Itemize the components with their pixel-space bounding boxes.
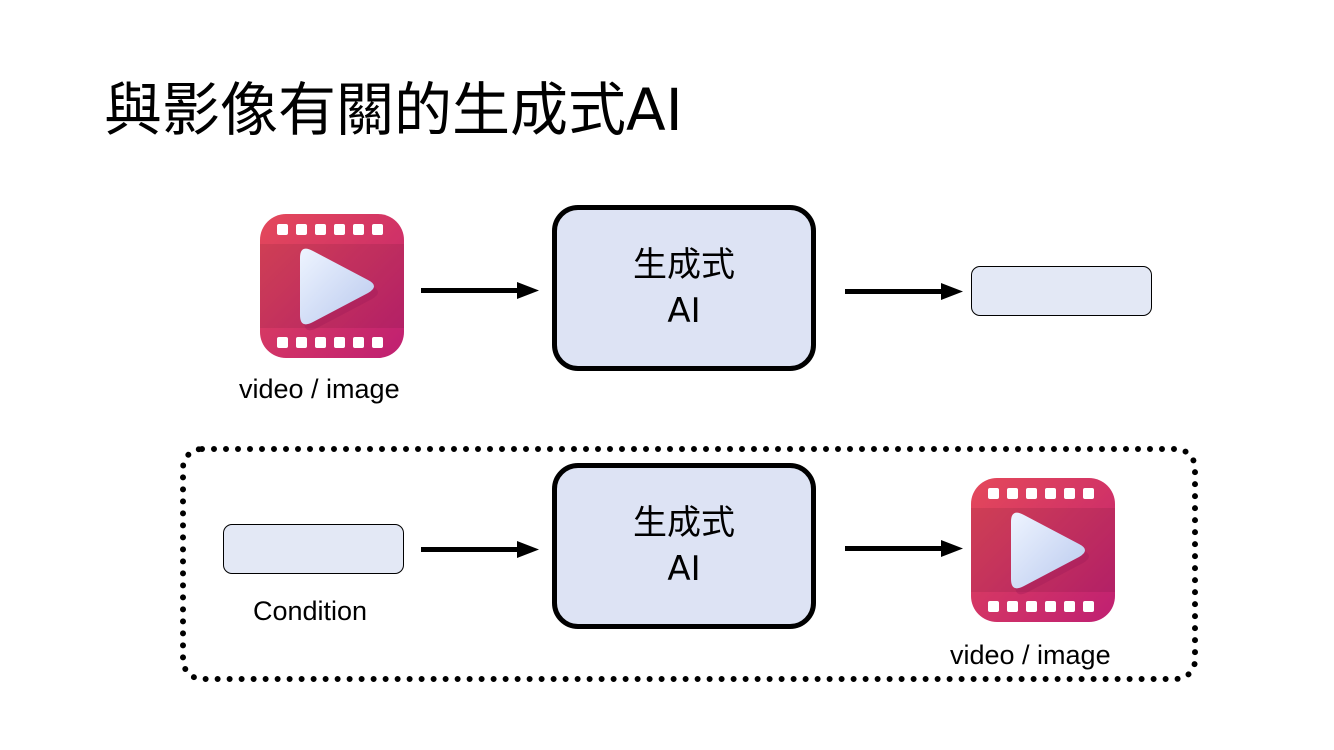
generative-ai-box-bottom: 生成式 AI [552,463,816,629]
bottom-output-label: video / image [950,640,1111,670]
generator-line2: AI [667,549,701,589]
arrow-right-icon [421,282,539,299]
generative-ai-box-top: 生成式 AI [552,205,816,371]
page-title: 與影像有關的生成式AI [104,76,683,144]
video-play-icon [260,214,404,358]
arrow-right-icon [845,540,963,557]
arrow-right-icon [421,541,539,558]
output-placeholder-box [971,266,1152,316]
video-play-icon [971,478,1115,622]
generator-line1: 生成式 [633,245,735,285]
arrow-right-icon [845,283,963,300]
condition-label: Condition [253,596,368,626]
generator-line2: AI [667,291,701,331]
condition-box [223,524,404,574]
top-input-label: video / image [239,374,400,404]
generator-line1: 生成式 [633,503,735,543]
conditional-generation-group [180,446,1198,682]
